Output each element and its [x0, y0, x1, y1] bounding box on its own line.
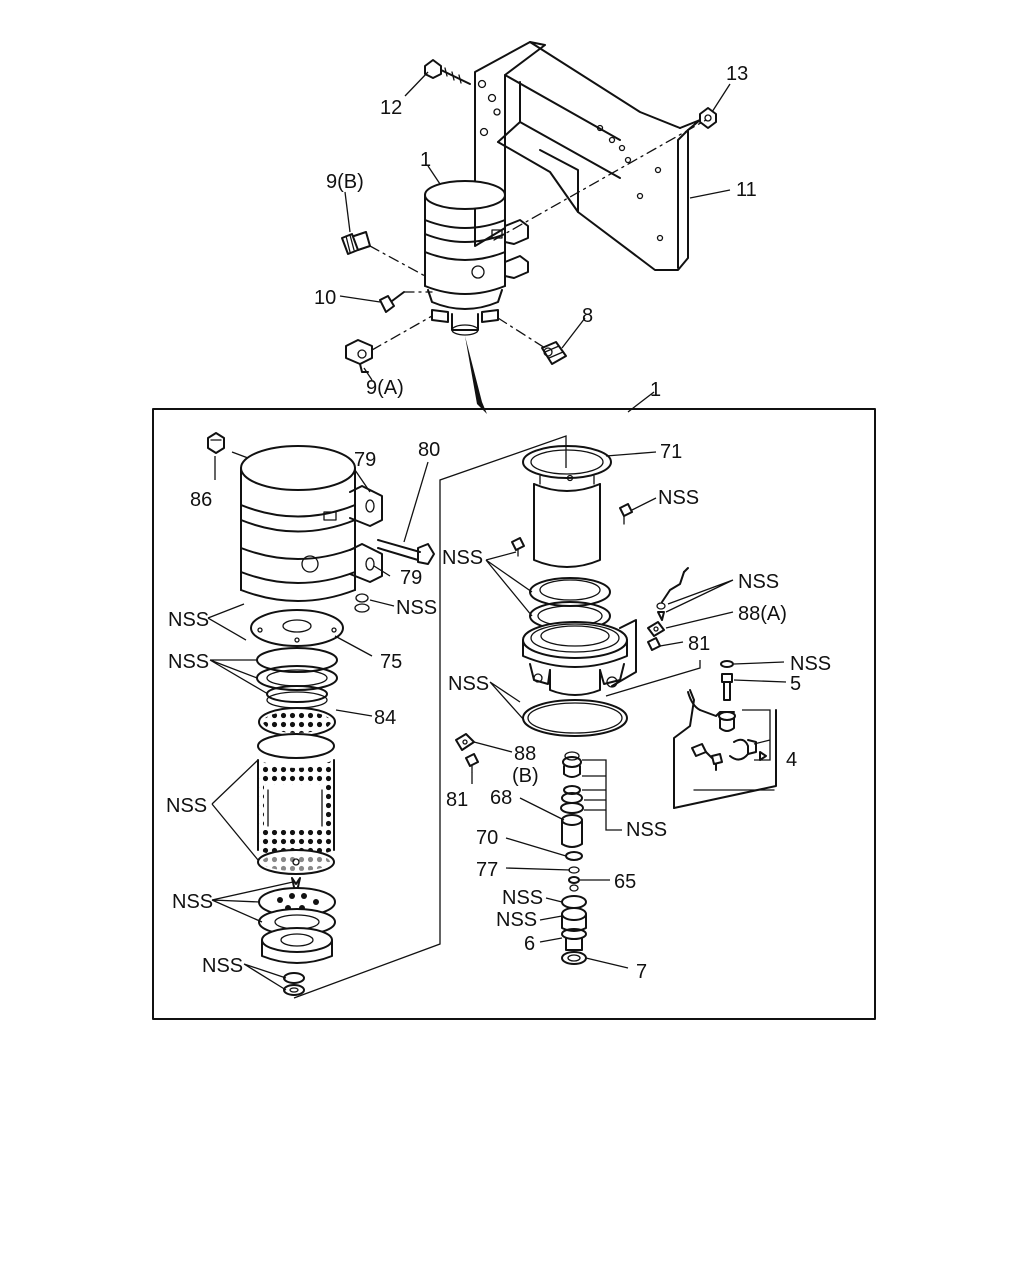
- small-screw-top-left: [511, 537, 525, 557]
- mounting-bracket: [474, 41, 701, 271]
- heater-assembly-4: [673, 689, 777, 809]
- perforated-plate-84: [258, 707, 336, 737]
- bolt-12: [424, 59, 471, 85]
- nut-13: [699, 107, 717, 129]
- callout-1-top: 1: [420, 149, 431, 171]
- bracket-79-lower: [349, 543, 383, 583]
- callout-12: 12: [380, 97, 402, 119]
- callout-88b: 88: [514, 743, 536, 765]
- base-housing: [522, 621, 628, 696]
- callout-nss-left-bottom: NSS: [202, 955, 243, 977]
- callout-81-left: 81: [446, 789, 468, 811]
- bottom-disc-left: [257, 849, 335, 875]
- fitting-9b: [341, 231, 371, 255]
- callout-86: 86: [190, 489, 212, 511]
- air-dryer-unit-top: [424, 180, 529, 336]
- nut-86: [207, 432, 225, 454]
- callout-80: 80: [418, 439, 440, 461]
- callout-88b-sub: (B): [512, 765, 539, 787]
- callout-13: 13: [726, 63, 748, 85]
- callout-6: 6: [524, 933, 535, 955]
- callout-5: 5: [790, 673, 801, 695]
- callout-77: 77: [476, 859, 498, 881]
- screw-81-left: [465, 753, 479, 773]
- valve-stack: [560, 751, 587, 965]
- callout-88a: 88(A): [738, 603, 787, 625]
- callout-7: 7: [636, 961, 647, 983]
- callout-nss-left-seals: NSS: [168, 651, 209, 673]
- leader-lines: [207, 71, 787, 991]
- bolt-10: [379, 291, 405, 313]
- callout-nss-left-element: NSS: [166, 795, 207, 817]
- callout-nss-left-plates: NSS: [172, 891, 213, 913]
- callout-nss-right-oring: NSS: [790, 653, 831, 675]
- callout-nss-right-housing: NSS: [448, 673, 489, 695]
- callout-70: 70: [476, 827, 498, 849]
- spring-plates-left: [258, 877, 336, 964]
- callout-84: 84: [374, 707, 396, 729]
- wire-nss: [656, 567, 689, 621]
- callout-nss-right-wire: NSS: [738, 571, 779, 593]
- cover-plate-75: [250, 609, 344, 647]
- callout-71: 71: [660, 441, 682, 463]
- seals-stack-left: [256, 647, 338, 709]
- callout-79-bottom: 79: [400, 567, 422, 589]
- callout-nss-left-washers: NSS: [396, 597, 437, 619]
- bracket-connector: [611, 619, 637, 687]
- valve-9a: [345, 339, 373, 373]
- callout-nss-right-seals: NSS: [442, 547, 483, 569]
- callout-75: 75: [380, 651, 402, 673]
- callout-nss-valve-stack: NSS: [626, 819, 667, 841]
- callout-labels: 12 13 1 11 9(B) 10 8 9(A) 1 86 79 80 79 …: [166, 63, 831, 983]
- callout-nss-71-screw: NSS: [658, 487, 699, 509]
- canister-housing: [240, 445, 356, 602]
- oring-nss-5: [720, 660, 734, 668]
- callout-11: 11: [736, 179, 757, 201]
- callout-65: 65: [614, 871, 636, 893]
- callout-nss-left-cap: NSS: [168, 609, 209, 631]
- callout-4: 4: [786, 749, 797, 771]
- small-washers-right: [354, 593, 370, 613]
- bottom-washers-left: [283, 972, 305, 996]
- bracket-79-upper: [349, 485, 383, 527]
- callout-nss-valve-2: NSS: [496, 909, 537, 931]
- callout-79-top: 79: [354, 449, 376, 471]
- callout-81-right: 81: [688, 633, 710, 655]
- callout-nss-valve-1: NSS: [502, 887, 543, 909]
- callout-68: 68: [490, 787, 512, 809]
- callout-8: 8: [582, 305, 593, 327]
- screw-81-right: [647, 637, 661, 651]
- bolt-80: [377, 539, 435, 565]
- callout-10: 10: [314, 287, 336, 309]
- clip-88b: [455, 733, 475, 751]
- screw-nss-71: [619, 503, 633, 525]
- desiccant-element: [257, 733, 335, 858]
- large-oring-right: [522, 699, 628, 737]
- detail-frame: [152, 408, 876, 1020]
- callout-1-box: 1: [650, 379, 661, 401]
- fitting-8: [541, 341, 567, 365]
- detail-pointer: [465, 336, 487, 414]
- callout-9a: 9(A): [366, 377, 404, 399]
- bolt-5: [721, 673, 733, 701]
- callout-9b: 9(B): [326, 171, 364, 193]
- housing-71: [522, 445, 612, 568]
- clip-88a: [647, 621, 665, 637]
